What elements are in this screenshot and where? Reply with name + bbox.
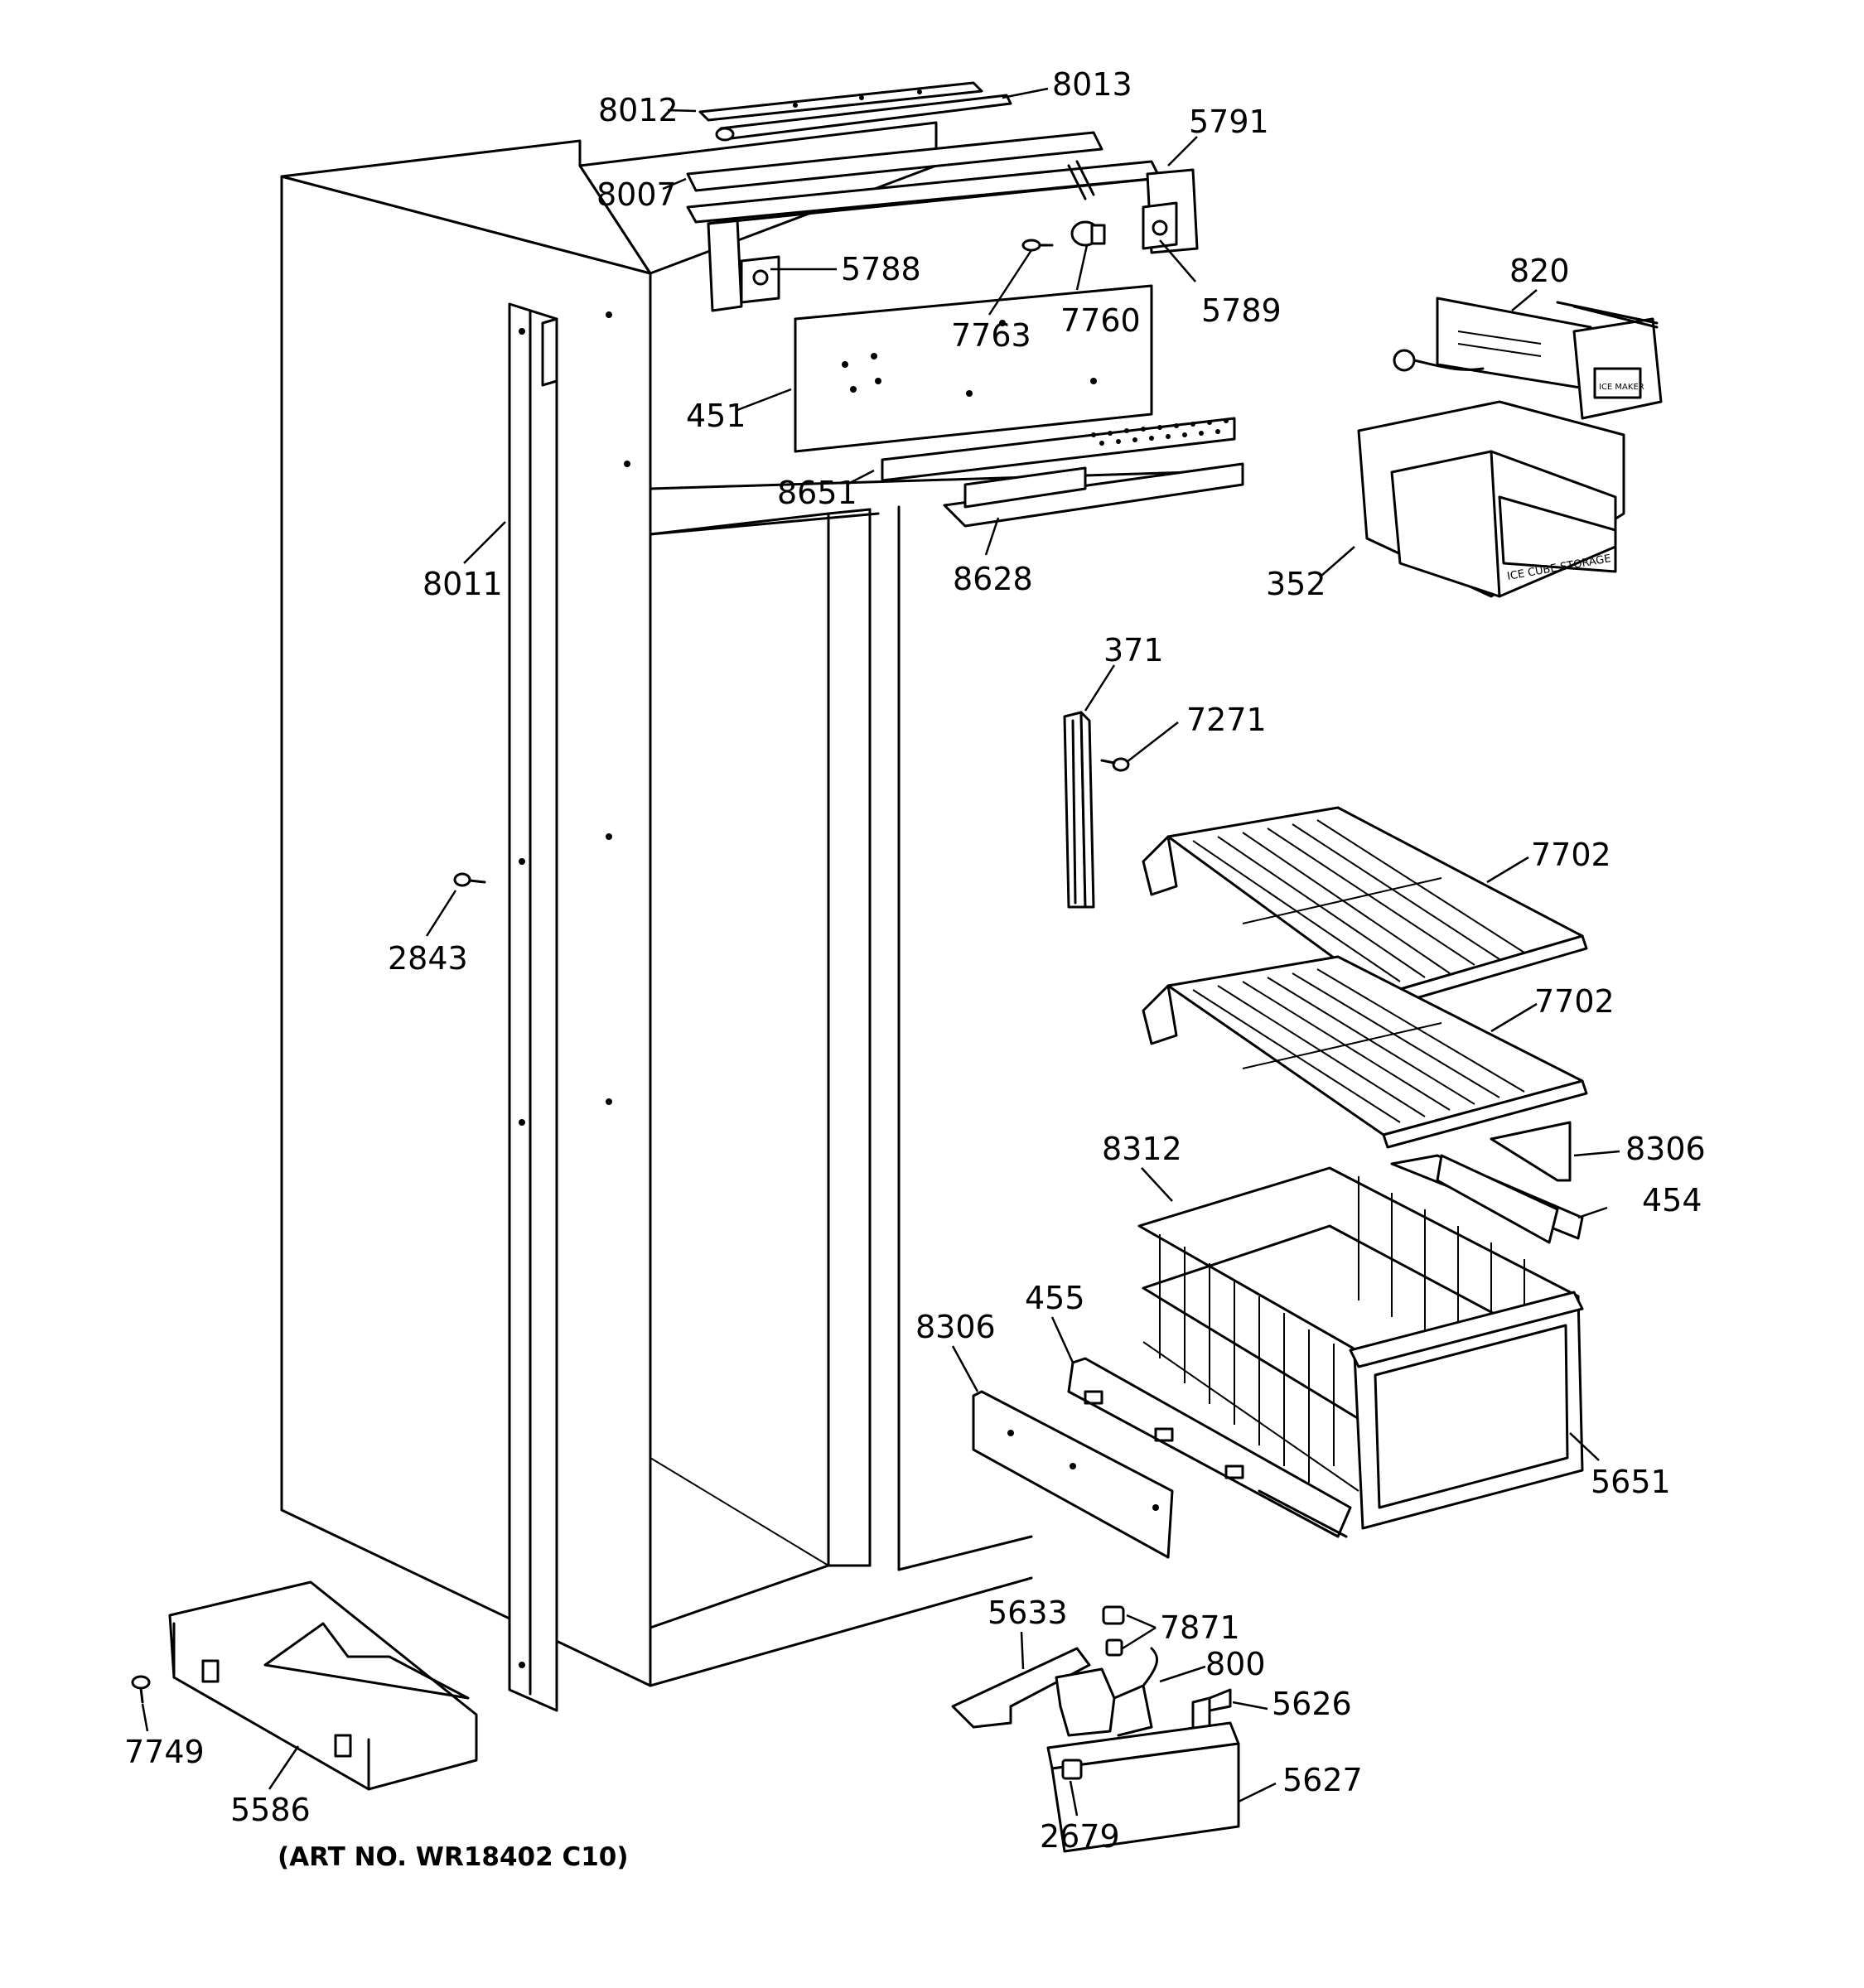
breaker-strip-8628 <box>943 462 1244 528</box>
machine-cover-5586 <box>168 1580 478 1791</box>
top-trim-8012 <box>698 81 983 122</box>
drawer-front-5651 <box>1349 1291 1584 1530</box>
label-451: 451 <box>686 398 746 434</box>
label-7271: 7271 <box>1186 702 1267 738</box>
screw-2843 <box>453 872 486 887</box>
label-5788: 5788 <box>841 251 921 287</box>
label-8013: 8013 <box>1052 66 1132 103</box>
label-800: 800 <box>1205 1646 1266 1682</box>
valve-800 <box>1055 1647 1159 1737</box>
label-8011: 8011 <box>423 566 503 602</box>
label-5789: 5789 <box>1201 292 1282 329</box>
label-352: 352 <box>1266 566 1326 602</box>
label-8306-right: 8306 <box>1625 1131 1706 1167</box>
art-number: (ART NO. WR18402 C10) <box>278 1842 629 1872</box>
vent-grille-8651 <box>881 417 1236 482</box>
part-number-labels: 8012 8013 5791 8007 5788 7763 7760 5789 … <box>124 66 1706 1855</box>
label-7760: 7760 <box>1060 302 1141 339</box>
label-7871: 7871 <box>1160 1609 1240 1646</box>
label-371: 371 <box>1103 632 1164 668</box>
drawer-rail-8306-left <box>972 1390 1174 1559</box>
label-8012: 8012 <box>598 92 678 128</box>
label-5651: 5651 <box>1591 1464 1671 1500</box>
label-7763: 7763 <box>951 317 1031 354</box>
mounting-bracket-5789 <box>1142 168 1199 254</box>
drawer-slide-455 <box>1067 1357 1352 1538</box>
label-455: 455 <box>1025 1280 1085 1316</box>
label-7749: 7749 <box>124 1734 205 1770</box>
label-8007: 8007 <box>596 176 677 213</box>
thermostat-knob-7760 <box>1070 220 1106 247</box>
wire-shelf-7702-lower <box>1142 955 1588 1149</box>
screw-7749 <box>131 1675 151 1704</box>
leader-lines <box>141 87 1620 1817</box>
damper-tray-5627 <box>1046 1721 1240 1853</box>
refrigerator-cabinet <box>280 121 1195 1687</box>
label-8628: 8628 <box>953 561 1033 597</box>
drawer-slide-454 <box>1390 1154 1584 1244</box>
label-5633: 5633 <box>988 1595 1068 1631</box>
mounting-bracket-5788 <box>707 176 1161 312</box>
label-454: 454 <box>1642 1182 1702 1218</box>
ice-maker-820: ICE MAKER <box>1393 297 1663 420</box>
label-2843: 2843 <box>388 940 468 977</box>
ice-bucket-352: ICE CUBE STORAGE <box>1357 400 1625 598</box>
drawer-rail-8306-right <box>1490 1121 1572 1182</box>
nut-2679 <box>1061 1759 1083 1780</box>
wire-shelf-7702-upper <box>1142 806 1588 1008</box>
screw-7763 <box>1021 239 1054 252</box>
label-8306-left: 8306 <box>915 1309 996 1345</box>
label-2679: 2679 <box>1040 1818 1120 1855</box>
side-trim-8011 <box>508 302 558 1712</box>
screw-7271 <box>1100 757 1130 772</box>
label-7702-lower: 7702 <box>1534 983 1615 1020</box>
label-5627: 5627 <box>1282 1762 1363 1798</box>
nut-7871 <box>1102 1605 1125 1657</box>
label-8312: 8312 <box>1102 1131 1182 1167</box>
top-channel-8007 <box>686 131 1161 224</box>
control-panel-451 <box>794 284 1153 453</box>
wire-bail-5633 <box>951 1647 1091 1729</box>
label-8651: 8651 <box>777 475 857 511</box>
top-trim-8013 <box>715 94 1012 142</box>
label-5626: 5626 <box>1272 1686 1352 1722</box>
label-7702-upper: 7702 <box>1531 837 1611 873</box>
label-820: 820 <box>1509 253 1570 289</box>
label-5791: 5791 <box>1189 104 1269 140</box>
ice-maker-badge-text: ICE MAKER <box>1599 383 1644 392</box>
label-5586: 5586 <box>230 1792 311 1828</box>
shelf-support-371 <box>1063 711 1095 909</box>
